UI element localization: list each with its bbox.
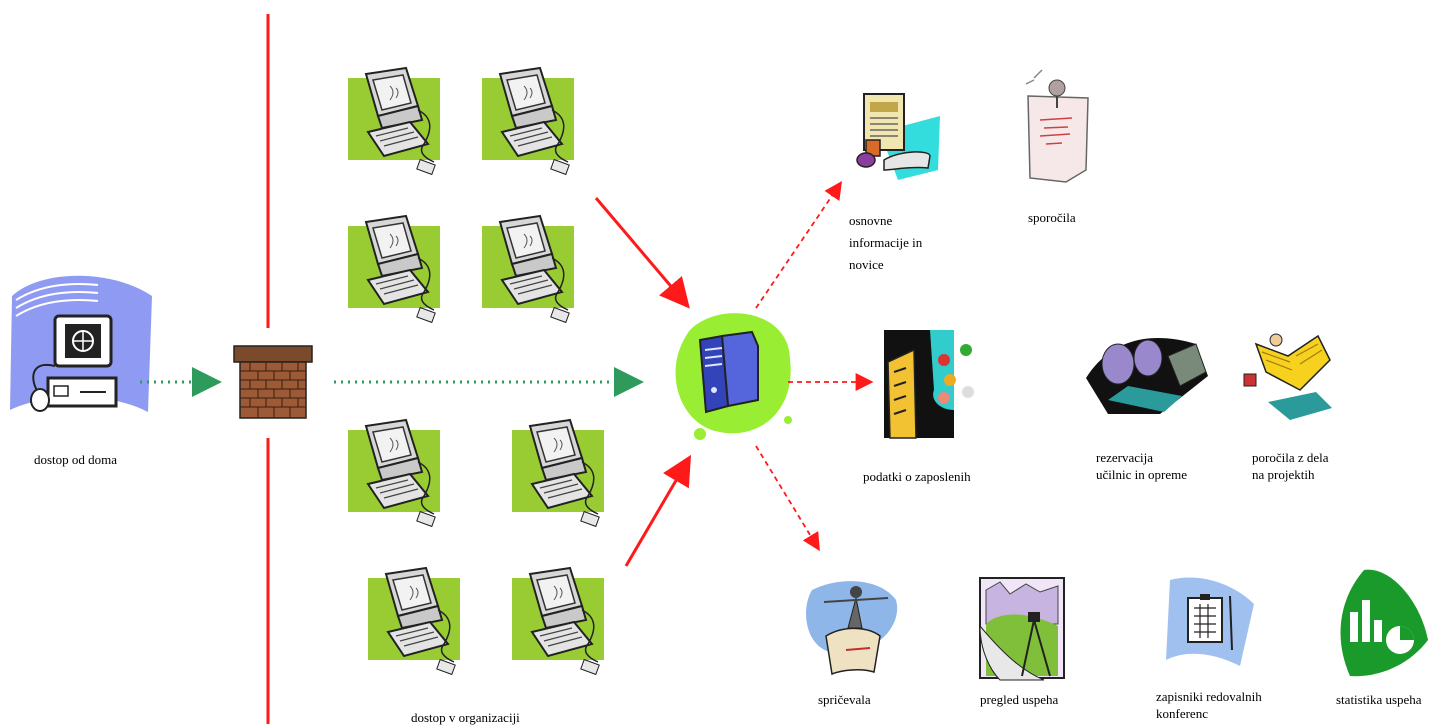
- label-reservation: rezervacija učilnic in opreme: [1096, 449, 1187, 483]
- office-computer-icon: [367, 567, 461, 676]
- office-computer-icon: [481, 215, 575, 324]
- label-statistics: statistika uspeha: [1336, 692, 1422, 707]
- label-employees: podatki o zaposlenih: [863, 469, 971, 484]
- label-news-line: novice: [849, 257, 884, 272]
- label-progress-overview: pregled uspeha: [980, 692, 1059, 707]
- label-reports-line: na projektih: [1252, 467, 1315, 482]
- office-computer-icon: [347, 67, 441, 176]
- office-computer-icon: [347, 419, 441, 528]
- label-messages: sporočila: [1028, 210, 1076, 225]
- employees-icon: [884, 330, 974, 439]
- label-reservation-line: rezervacija: [1096, 450, 1154, 465]
- newspaper-icon: [856, 93, 940, 180]
- solid-arrow-bottom-group: [624, 454, 692, 567]
- dashed-arrow-to-news: [755, 181, 843, 309]
- label-org-access: dostop v organizaciji: [411, 710, 520, 725]
- label-news-line: osnovne: [849, 213, 893, 228]
- label-conference-line: konferenc: [1156, 706, 1208, 721]
- classroom-reservation-icon: [1086, 337, 1208, 414]
- server-icon: [675, 313, 792, 440]
- label-home-access: dostop od doma: [34, 452, 118, 467]
- dashed-arrow-to-certificates: [755, 445, 820, 552]
- label-news: osnovne informacije in novice: [849, 210, 922, 276]
- home-computer-icon: [10, 275, 152, 412]
- label-conference-line: zapisniki redovalnih: [1156, 689, 1262, 704]
- label-reports-line: poročila z dela: [1252, 450, 1329, 465]
- firewall-brick-icon: [233, 345, 313, 419]
- office-computer-icon: [347, 215, 441, 324]
- label-conference-minutes: zapisniki redovalnih konferenc: [1156, 688, 1262, 722]
- label-reservation-line: učilnic in opreme: [1096, 467, 1187, 482]
- label-news-line: informacije in: [849, 235, 923, 250]
- label-certificates: spričevala: [818, 692, 871, 707]
- progress-overview-icon: [979, 577, 1065, 681]
- label-reports: poročila z dela na projektih: [1252, 449, 1329, 483]
- clipboard-minutes-icon: [1166, 577, 1254, 666]
- office-computer-icon: [481, 67, 575, 176]
- certificate-scroll-icon: [806, 581, 898, 676]
- office-computer-icon: [511, 567, 605, 676]
- solid-arrow-top-group: [594, 197, 690, 309]
- message-note-icon: [1025, 69, 1089, 183]
- office-computer-icon: [511, 419, 605, 528]
- statistics-chart-icon: [1340, 569, 1428, 677]
- book-report-icon: [1243, 333, 1332, 420]
